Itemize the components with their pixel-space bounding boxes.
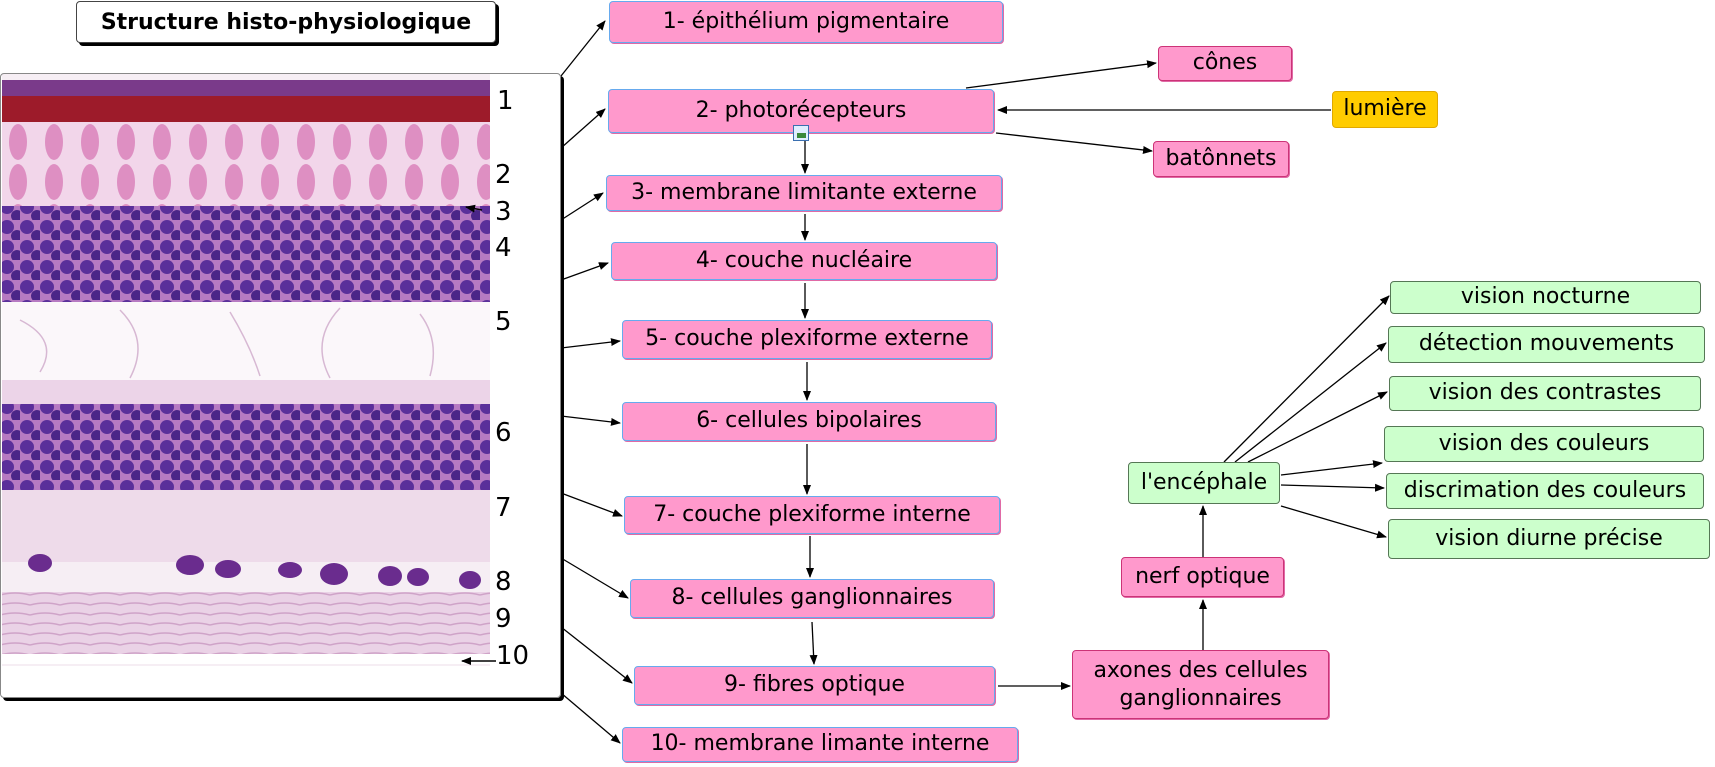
layer-number-2: 2	[495, 160, 512, 190]
retina-histology-image	[2, 74, 490, 666]
ganglion-axons-node[interactable]: axones des cellules ganglionnaires	[1072, 650, 1329, 719]
layer-node-10[interactable]: 10- membrane limante interne	[622, 727, 1018, 762]
layer-node-6[interactable]: 6- cellules bipolaires	[622, 402, 996, 441]
layer-number-7: 7	[495, 493, 512, 523]
layer-number-9: 9	[495, 604, 512, 634]
histology-frame	[0, 73, 561, 698]
layer-number-5: 5	[495, 307, 512, 337]
layer-number-10: 10	[496, 641, 530, 671]
function-node-5[interactable]: discrimation des couleurs	[1386, 473, 1704, 509]
layer-number-1: 1	[497, 86, 514, 116]
function-node-3[interactable]: vision des contrastes	[1389, 376, 1701, 411]
layer-node-1[interactable]: 1- épithélium pigmentaire	[609, 1, 1003, 43]
light-node[interactable]: lumière	[1332, 91, 1438, 128]
cones-node[interactable]: cônes	[1158, 46, 1292, 81]
layer-node-8[interactable]: 8- cellules ganglionnaires	[630, 579, 994, 618]
layer-number-8: 8	[495, 567, 512, 597]
layer-node-9[interactable]: 9- fibres optique	[634, 666, 995, 705]
function-node-1[interactable]: vision nocturne	[1390, 281, 1701, 314]
layer-node-4[interactable]: 4- couche nucléaire	[611, 242, 997, 280]
layer-node-5[interactable]: 5- couche plexiforme externe	[622, 320, 992, 359]
brain-node[interactable]: l'encéphale	[1128, 462, 1280, 504]
function-node-2[interactable]: détection mouvements	[1388, 326, 1705, 363]
rods-node[interactable]: batônnets	[1153, 141, 1289, 177]
diagram-title: Structure histo-physiologique	[76, 1, 496, 43]
layer-number-3: 3	[495, 197, 512, 227]
layer-node-7[interactable]: 7- couche plexiforme interne	[624, 496, 1000, 534]
image-attachment-icon[interactable]	[793, 125, 809, 141]
function-node-6[interactable]: vision diurne précise	[1388, 519, 1710, 559]
layer-node-3[interactable]: 3- membrane limitante externe	[606, 175, 1002, 211]
optic-nerve-node[interactable]: nerf optique	[1121, 557, 1284, 597]
function-node-4[interactable]: vision des couleurs	[1384, 426, 1704, 462]
layer-number-6: 6	[495, 418, 512, 448]
layer-number-4: 4	[495, 233, 512, 263]
